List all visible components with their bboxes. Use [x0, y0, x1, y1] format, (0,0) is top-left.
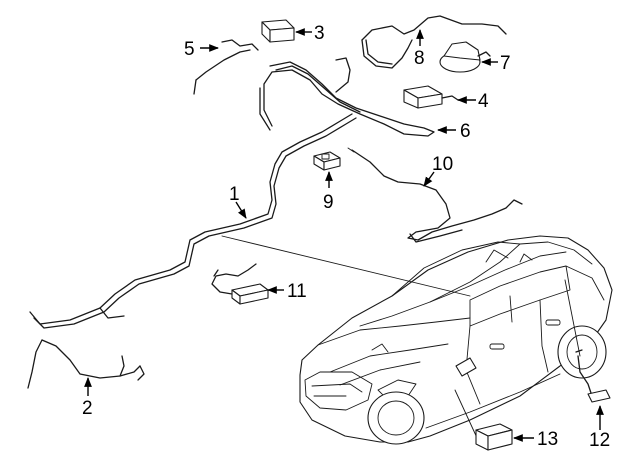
callout-4: 4 [478, 91, 489, 112]
callout-6: 6 [460, 121, 471, 142]
callout-1: 1 [229, 184, 240, 205]
part-10-harness [347, 147, 523, 243]
part-4-module [403, 85, 459, 109]
part-8-harness [361, 15, 507, 69]
part-1-main-harness [29, 113, 357, 329]
part-13-module [475, 423, 513, 451]
part-11-sensor [211, 263, 269, 305]
callout-5: 5 [184, 39, 195, 60]
part-7-module [439, 41, 491, 73]
callout-13: 13 [537, 429, 558, 450]
part-6-harness [259, 57, 435, 137]
callout-8: 8 [414, 48, 425, 69]
part-5-harness [193, 39, 259, 95]
locator-lines [221, 235, 581, 441]
callout-12: 12 [589, 430, 610, 451]
part-12-sensor [575, 349, 611, 403]
callout-9: 9 [323, 192, 334, 213]
callout-3: 3 [314, 23, 325, 44]
part-9-sensor [313, 151, 341, 171]
vehicle-outline [299, 235, 613, 445]
callout-leaders [84, 28, 604, 442]
callout-7: 7 [500, 53, 511, 74]
callout-labels: 1 2 3 4 5 6 7 8 9 10 11 12 13 [82, 23, 610, 451]
callout-2: 2 [82, 398, 93, 419]
part-3-module [261, 19, 295, 43]
callout-11: 11 [287, 281, 307, 302]
part-2-harness [27, 339, 145, 389]
callout-10: 10 [432, 154, 453, 175]
